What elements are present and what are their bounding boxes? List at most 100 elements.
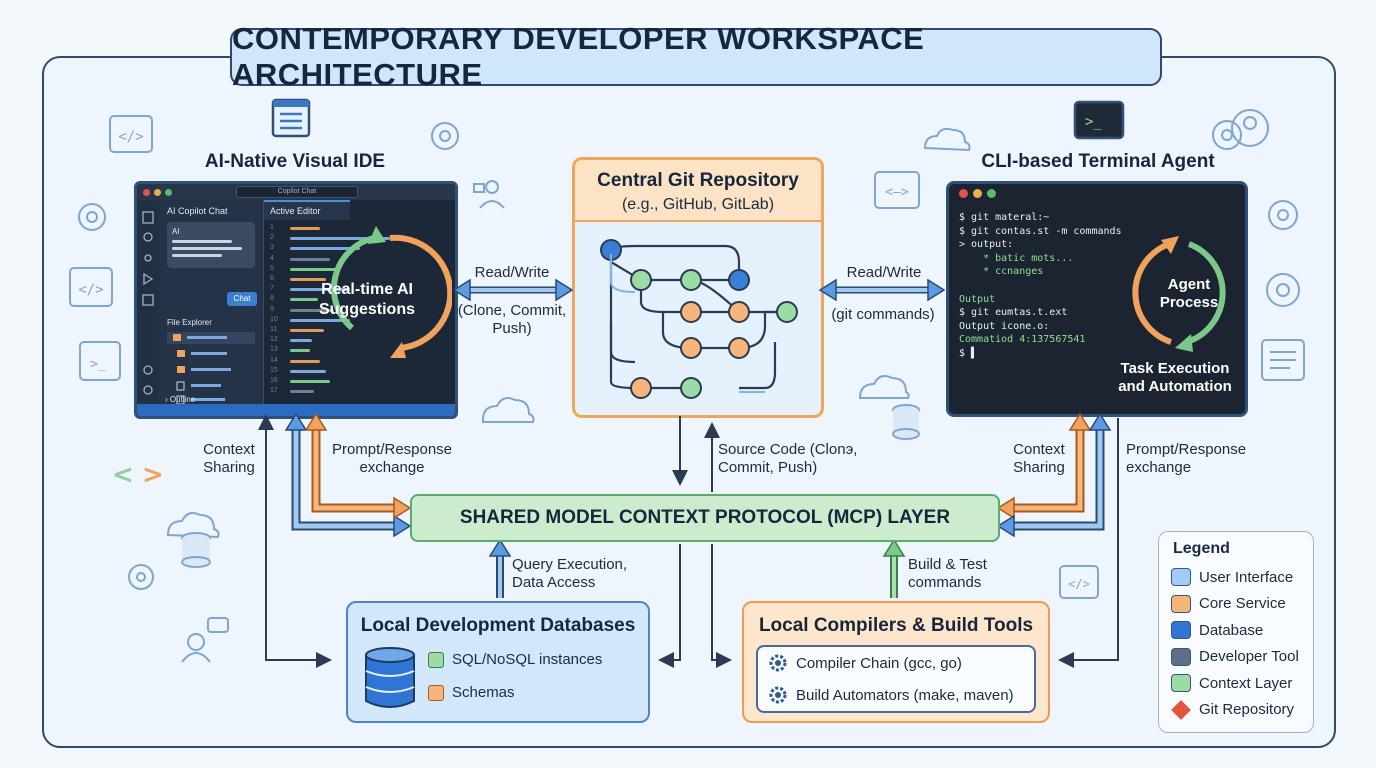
code-line <box>290 359 320 363</box>
code-line <box>290 227 320 230</box>
terminal-line: $ git eumtas.t.ext <box>959 307 1068 319</box>
terminal-line: $ git materal:~ <box>959 212 1050 223</box>
git-title: Central Git Repository <box>597 170 799 191</box>
code-line <box>290 267 340 271</box>
cloud-icon <box>858 375 910 399</box>
ide-git-label-2: (Clone, Commit, Push) <box>457 302 567 337</box>
maximize-icon[interactable] <box>987 188 996 198</box>
terminal-icon <box>1073 100 1125 140</box>
ide-heading: AI-Native Visual IDE <box>204 151 386 172</box>
minimize-icon[interactable] <box>973 188 982 198</box>
terminal-line: Output icone.o: <box>959 320 1050 332</box>
git-diamond-icon <box>1171 699 1191 720</box>
line-number: 14 <box>270 356 278 364</box>
legend-item: Git Repository <box>1171 699 1294 720</box>
git-subtitle: (e.g., GitHub, GitLab) <box>621 196 775 213</box>
account-icon[interactable] <box>143 365 153 375</box>
search-icon[interactable] <box>143 232 153 242</box>
sql-marker-icon <box>428 651 444 668</box>
line-number: 1 <box>270 224 274 231</box>
chat-bubble: AI <box>167 222 255 268</box>
build-mcp-arrow <box>882 538 906 598</box>
svg-text:</>: </> <box>78 282 103 298</box>
git-term-label-1: Read/Write <box>846 264 922 281</box>
code-line <box>290 247 360 251</box>
chevrons-icon: > <box>142 460 164 490</box>
legend-label: User Interface <box>1199 568 1294 586</box>
gear-icon <box>1266 273 1300 307</box>
terminal-line: Output <box>959 293 996 305</box>
terminal-window-icon <box>79 341 121 381</box>
chat-icon <box>207 617 229 633</box>
gear-icon <box>769 686 787 704</box>
chat-ai-label: AI <box>172 227 180 236</box>
run-icon[interactable] <box>143 272 154 286</box>
branch-icon[interactable] <box>144 254 152 262</box>
code-line <box>290 380 330 383</box>
line-number: 16 <box>270 377 278 384</box>
db-item-sql-label: SQL/NoSQL instances <box>452 651 603 668</box>
ide-status-bar <box>137 404 455 416</box>
legend-label: Core Service <box>1199 595 1286 613</box>
code-line <box>290 369 326 373</box>
terminal-line: $ ▌ <box>959 348 978 359</box>
gear-icon <box>769 654 787 672</box>
close-icon[interactable] <box>143 188 150 196</box>
code-line <box>290 308 334 312</box>
line-number: 17 <box>270 387 278 395</box>
line-number: 12 <box>270 336 278 344</box>
file-tree[interactable] <box>167 332 257 412</box>
terminal-heading: CLI-based Terminal Agent <box>981 151 1215 172</box>
extensions-icon[interactable] <box>142 294 154 306</box>
db-item-schemas-label: Schemas <box>452 684 515 701</box>
terminal-line: > output: <box>959 239 1014 251</box>
ide-search-input[interactable]: Copilot Chat <box>236 186 358 198</box>
developer-icon <box>473 180 505 209</box>
outline-text: Outline <box>169 395 196 404</box>
minimize-icon[interactable] <box>154 188 161 196</box>
compilers-title: Local Compilers & Build Tools <box>758 615 1034 636</box>
terminal-line: * batic mots... <box>959 252 1074 264</box>
gear-icon <box>1212 120 1242 150</box>
db-item-schemas: Schemas <box>428 684 515 701</box>
schema-marker-icon <box>428 684 444 701</box>
legend-label: Database <box>1199 621 1264 639</box>
line-number: 8 <box>270 295 274 303</box>
ide-git-arrow <box>452 278 574 302</box>
agent-cycle <box>1132 236 1226 352</box>
database-icon <box>365 647 415 708</box>
git-header: Central Git Repository (e.g., GitHub, Gi… <box>575 160 821 222</box>
agent-process-label: Agent Process <box>1159 276 1219 311</box>
code-line <box>290 288 350 292</box>
ide-titlebar: Copilot Chat <box>137 184 455 200</box>
suggestion-cycle <box>330 226 452 358</box>
ide-window: Copilot Chat AI Copilot Chat AI Chat Fil… <box>134 181 458 419</box>
terminal-window: $ git materal:~$ git contas.st -m comman… <box>946 181 1248 417</box>
code-window-icon <box>1059 565 1099 599</box>
build-test-label: Build & Test commands <box>908 556 987 591</box>
close-icon[interactable] <box>959 188 968 198</box>
compiler-item-chain: Compiler Chain (gcc, go) <box>768 653 962 673</box>
chat-button[interactable]: Chat <box>227 292 257 306</box>
databases-box: Local Development Databases SQL/NoSQL in… <box>346 601 650 723</box>
legend-title: Legend <box>1173 540 1230 557</box>
files-icon[interactable] <box>142 211 154 224</box>
legend-item: Context Layer <box>1171 674 1292 693</box>
maximize-icon[interactable] <box>165 188 172 196</box>
cloud-icon <box>166 512 220 539</box>
legend-swatch <box>1171 674 1191 693</box>
svg-text:>_: >_ <box>1085 114 1102 130</box>
settings-icon[interactable] <box>143 385 153 395</box>
code-line <box>290 237 390 241</box>
db-mcp-arrow <box>488 538 512 598</box>
tab-active-editor[interactable]: Active Editor <box>264 200 350 220</box>
code-line <box>290 339 312 343</box>
legend-item: User Interface <box>1171 568 1293 586</box>
code-window-icon <box>109 115 153 153</box>
code-line <box>290 278 326 281</box>
gear-icon <box>128 564 154 590</box>
term-prompt-label: Prompt/Response exchange <box>1126 441 1247 476</box>
